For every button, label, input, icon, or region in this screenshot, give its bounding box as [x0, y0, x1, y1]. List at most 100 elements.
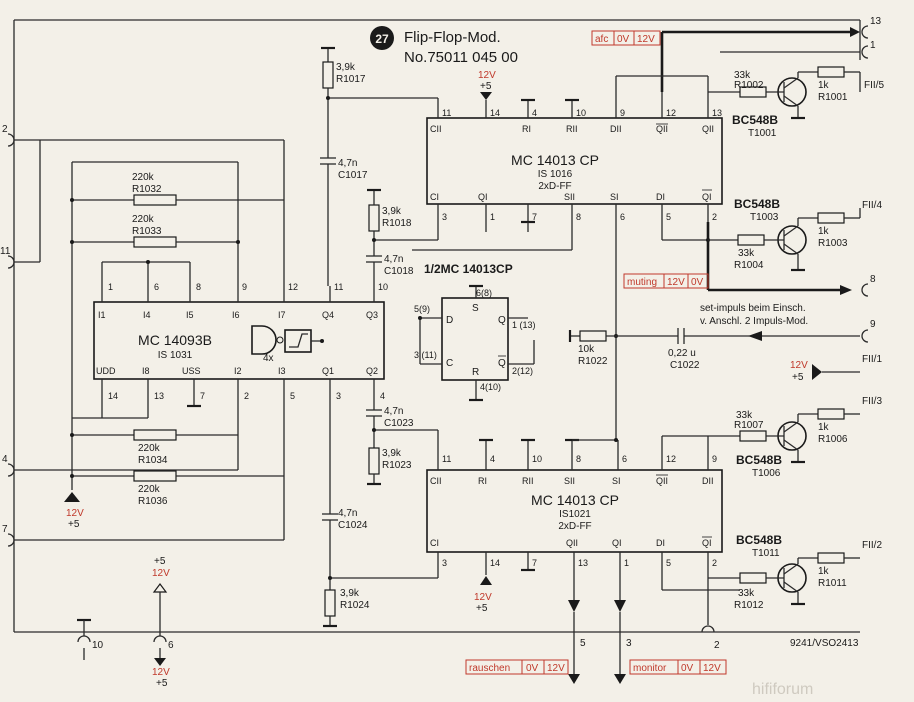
bottom-connectors: 10 +5 12V 6 12V +5 5 3 2: [77, 556, 720, 689]
r1034-value: 220k: [138, 443, 161, 454]
title-line-1: Flip-Flop-Mod.: [404, 29, 501, 46]
note-line-2: v. Anschl. 2 Impuls-Mod.: [700, 316, 808, 327]
conn-6-bottom-label: 6: [168, 640, 174, 651]
r1007-ref: R1007: [734, 420, 764, 431]
conn-fii4-label: FII/4: [862, 200, 882, 211]
ic-1031: MC 14093B IS 1031 4x 1 6 8 9 12 11 10 I1…: [93, 262, 388, 408]
conn-11-left-label: 11: [0, 246, 11, 257]
ic1021-supply-5v: +5: [476, 603, 488, 614]
c1024-ref: C1024: [338, 520, 368, 531]
half-label-r: R: [472, 367, 479, 378]
ic1016-pin-2: 2: [712, 212, 717, 222]
ic1031-pin-10: 10: [378, 282, 388, 292]
t1011-type: BC548B: [736, 533, 782, 547]
half-pin-c: 3 (11): [414, 350, 437, 360]
ic1016-label-qi: QI: [478, 192, 488, 202]
ic1031-label-i2: I2: [234, 366, 242, 376]
ic1021-pin-13: 13: [578, 558, 588, 568]
bottom-supply-12v-b: 12V: [152, 667, 170, 678]
ic1021-pin-14: 14: [490, 558, 500, 568]
r1003-ref: R1003: [818, 238, 848, 249]
ic1031-pin-7: 7: [200, 391, 205, 401]
bottom-supply-12v-a: 12V: [152, 568, 170, 579]
ic1016-pin-13: 13: [712, 108, 722, 118]
ic1016-pin-3: 3: [442, 212, 447, 222]
transistor-labels: BC548B T1001 BC548B T1003 BC548B T1006 B…: [732, 113, 782, 559]
note-line-1: set-impuls beim Einsch.: [700, 303, 806, 314]
signal-muting: muting 12V 0V: [623, 273, 709, 289]
ic1016-label-cii: CII: [430, 124, 442, 134]
ic1021-label-qi-b: QI: [612, 538, 622, 548]
right-supply-5v: +5: [792, 372, 804, 383]
ic1021-label-rii: RII: [522, 476, 534, 486]
ic1016-pin-6: 6: [620, 212, 625, 222]
monitor-label: monitor: [633, 663, 667, 674]
c1018-value: 4,7n: [384, 254, 403, 265]
c1017-value: 4,7n: [338, 158, 357, 169]
ic1016-pin-12: 12: [666, 108, 676, 118]
half-label-q: Q: [498, 315, 506, 326]
muting-v1: 12V: [667, 277, 685, 288]
t1003-type: BC548B: [734, 197, 780, 211]
r1024-ref: R1024: [340, 600, 370, 611]
ic1016-pin-7: 7: [532, 212, 537, 222]
ic1016-supply: 12V +5: [478, 70, 579, 232]
ic1021-label-sii: SII: [564, 476, 575, 486]
signal-rauschen: rauschen 0V 12V: [465, 659, 569, 675]
half-pin-q: 1 (13): [512, 320, 536, 330]
t1001-ref: T1001: [748, 128, 777, 139]
half-label-c: C: [446, 358, 453, 369]
t1006-type: BC548B: [736, 453, 782, 467]
half-ic-name: 1/2MC 14013CP: [424, 262, 513, 276]
ic1021-ref: IS1021: [559, 509, 591, 520]
half-pin-d: 5(9): [414, 304, 430, 314]
r1004-value: 33k: [738, 248, 755, 259]
ic1031-label-q3: Q3: [366, 310, 378, 320]
half-pin-qn: 2(12): [512, 366, 533, 376]
ic1016-label-di: DI: [656, 192, 665, 202]
r1022-ref: R1022: [578, 356, 608, 367]
ic1031-label-q4: Q4: [322, 310, 334, 320]
conn-5-bottom-label: 5: [580, 638, 586, 649]
schmitt-trigger-symbol: [284, 329, 312, 353]
signal-afc: afc 0V 12V: [591, 30, 661, 46]
afc-v2: 12V: [637, 34, 655, 45]
title-line-2: No.75011 045 00: [404, 49, 518, 66]
ic1031-pin-4: 4: [380, 391, 385, 401]
ic1016-pin-10: 10: [576, 108, 586, 118]
ic1021-pin-7: 7: [532, 558, 537, 568]
r1032-ref: R1032: [132, 184, 162, 195]
transistor-t1011: [708, 552, 860, 606]
rauschen-label: rauschen: [469, 663, 510, 674]
conn-9-label: 9: [870, 319, 876, 330]
c1022-value: 0,22 u: [668, 348, 696, 359]
conn-fii5-label: FII/5: [864, 80, 884, 91]
r1022-value: 10k: [578, 344, 595, 355]
r1002-value: 33k: [734, 70, 751, 81]
ic1021-pin-5: 5: [666, 558, 671, 568]
c1017-ref: C1017: [338, 170, 368, 181]
ic1031-label-i1: I1: [98, 310, 106, 320]
ic1031-label-q1: Q1: [322, 366, 334, 376]
t1011-ref: T1011: [752, 548, 780, 559]
ic1016-label-rii: RII: [566, 124, 578, 134]
ic1016-pin-11: 11: [442, 108, 451, 118]
wiring-main: 12V +5: [14, 27, 860, 684]
ic1016-label-dii: DII: [610, 124, 622, 134]
ic1016-label-si: SI: [610, 192, 619, 202]
ic1021-pin-4: 4: [490, 454, 495, 464]
r1024-value: 3,9k: [340, 588, 360, 599]
ic1031-pin-2: 2: [244, 391, 249, 401]
ic1021-pin-11: 11: [442, 454, 451, 464]
ic1031-pin-5: 5: [290, 391, 295, 401]
ic1021-pin-8: 8: [576, 454, 581, 464]
c1024-value: 4,7n: [338, 508, 357, 519]
ic1021-label-dii: DII: [702, 476, 714, 486]
r1033-ref: R1033: [132, 226, 162, 237]
ic1021-pin-1: 1: [624, 558, 629, 568]
t1001-type: BC548B: [732, 113, 778, 127]
conn-fii2-label: FII/2: [862, 540, 882, 551]
ic1031-label-i5: I5: [186, 310, 194, 320]
r1036-value: 220k: [138, 484, 161, 495]
left-supply-12v: 12V: [66, 508, 84, 519]
